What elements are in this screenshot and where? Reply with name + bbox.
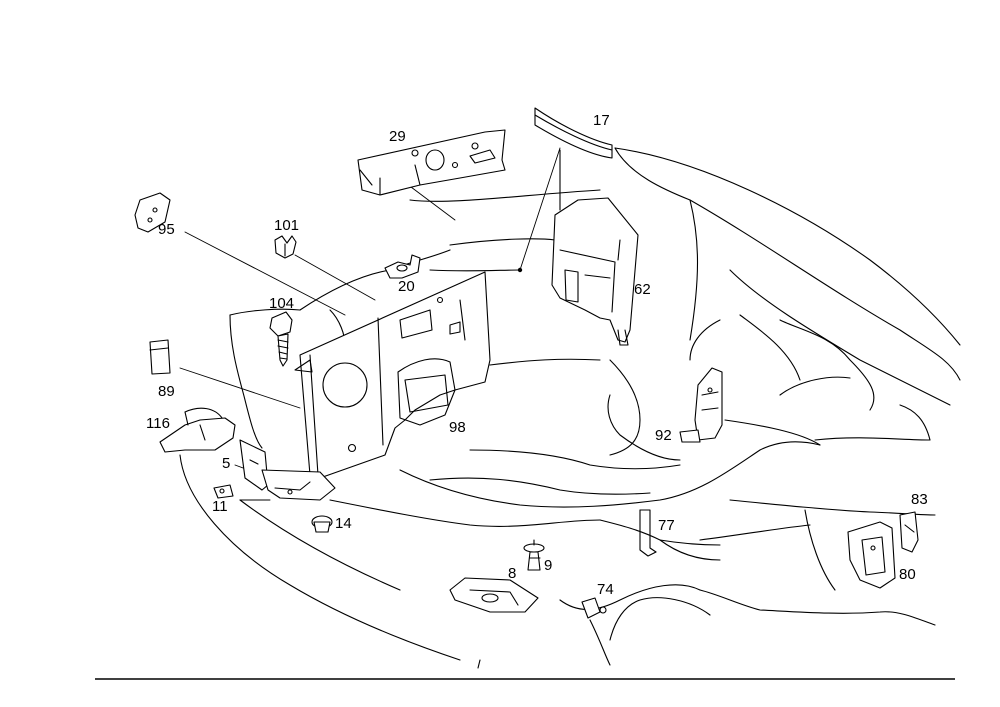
part-80-plate [847, 521, 896, 589]
part-8-plate [449, 577, 539, 613]
part-116 [159, 407, 236, 453]
part-83 [899, 511, 919, 553]
part-101-clip [274, 235, 297, 259]
callout-labels: 17 29 95 101 20 62 104 89 116 98 92 5 11… [146, 112, 928, 598]
part-77-rod [639, 509, 657, 557]
callout-95: 95 [158, 221, 175, 238]
callout-5: 5 [222, 455, 230, 472]
part-17-cowl-strip [534, 107, 613, 159]
callout-62: 62 [634, 281, 651, 298]
part-104-screw [269, 311, 293, 367]
part-92-bracket [679, 367, 723, 443]
callout-14: 14 [335, 515, 352, 532]
part-20-bracket [384, 254, 421, 279]
callout-77: 77 [658, 517, 675, 534]
part-98-bulkhead [294, 271, 491, 479]
callout-92: 92 [655, 427, 672, 444]
support-bracket [261, 469, 336, 501]
part-29-cross-member [357, 129, 506, 196]
callout-101: 101 [274, 217, 299, 234]
part-11-clip [213, 484, 234, 499]
callout-83: 83 [911, 491, 928, 508]
callout-29: 29 [389, 128, 406, 145]
part-74-clip [581, 597, 607, 619]
part-89-plate [149, 339, 171, 375]
callout-17: 17 [593, 112, 610, 129]
callout-98: 98 [449, 419, 466, 436]
callout-11: 11 [212, 498, 228, 515]
part-95 [134, 192, 171, 233]
part-5-bracket [239, 439, 269, 491]
callout-89: 89 [158, 383, 175, 400]
part-62-side-panel [551, 197, 639, 346]
callout-20: 20 [398, 278, 415, 295]
part-14-grommet [311, 515, 333, 533]
callout-9: 9 [544, 557, 552, 574]
part-9-pin [523, 539, 545, 571]
callout-104: 104 [269, 295, 294, 312]
callout-116: 116 [146, 415, 170, 432]
callout-74: 74 [597, 581, 614, 598]
vehicle-body-outline [179, 147, 961, 669]
callout-8: 8 [508, 565, 516, 582]
callout-80: 80 [899, 566, 916, 583]
